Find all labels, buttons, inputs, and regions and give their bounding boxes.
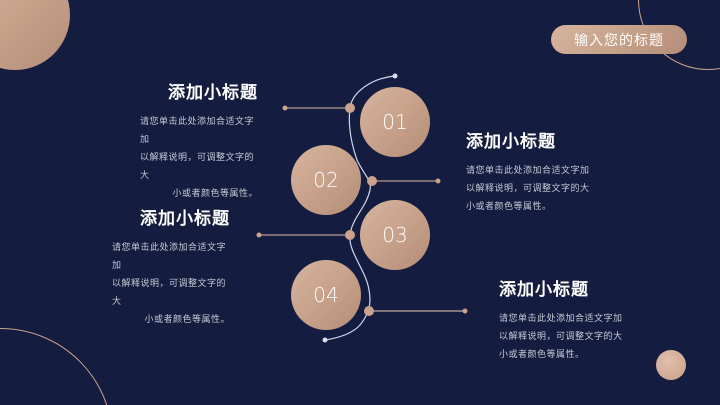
body-line: 小或者颜色等属性。 [172, 189, 258, 199]
body-line: 以解释说明，可调整文字的大 [112, 279, 227, 307]
node-1 [345, 103, 355, 113]
subheading[interactable]: 添加小标题 [466, 132, 556, 152]
slide-title: 输入您的标题 [574, 32, 664, 49]
text-block-01: 添加小标题 请您单击此处添加合适文字加 以解释说明，可调整文字的大 小或者颜色等… [108, 78, 258, 203]
step-number: 03 [382, 223, 408, 247]
step-circle-03: 03 [360, 200, 430, 270]
step-number: 01 [382, 110, 408, 134]
path-end-dot-bottom [322, 337, 328, 343]
path-end-dot-top [392, 73, 398, 79]
slide-title-pill[interactable]: 输入您的标题 [551, 25, 687, 54]
body-line: 请您单击此处添加合适文字加 [140, 117, 255, 145]
step-number: 02 [313, 168, 339, 192]
body-line: 请您单击此处添加合适文字加 [466, 166, 590, 176]
node-3 [345, 230, 355, 240]
subheading[interactable]: 添加小标题 [168, 83, 258, 103]
body-line: 小或者颜色等属性。 [499, 350, 585, 360]
body-line: 小或者颜色等属性。 [144, 315, 230, 325]
text-block-04: 添加小标题 请您单击此处添加合适文字加 以解释说明，可调整文字的大 小或者颜色等… [499, 275, 659, 364]
decorative-dot-bottom-right [656, 350, 686, 380]
node-2 [367, 176, 377, 186]
subheading[interactable]: 添加小标题 [140, 209, 230, 229]
step-number: 04 [313, 283, 339, 307]
body-line: 请您单击此处添加合适文字加 [499, 314, 623, 324]
text-block-03: 添加小标题 请您单击此处添加合适文字加 以解释说明，可调整文字的大 小或者颜色等… [80, 204, 230, 329]
body-line: 以解释说明，可调整文字的大 [140, 153, 255, 181]
body-line: 请您单击此处添加合适文字加 [112, 243, 227, 271]
body-line: 以解释说明，可调整文字的大 [499, 332, 623, 342]
text-block-02: 添加小标题 请您单击此处添加合适文字加 以解释说明，可调整文字的大 小或者颜色等… [466, 127, 626, 216]
step-circle-04: 04 [291, 260, 361, 330]
subheading[interactable]: 添加小标题 [499, 280, 589, 300]
step-circle-01: 01 [360, 87, 430, 157]
step-circle-02: 02 [291, 145, 361, 215]
body-line: 小或者颜色等属性。 [466, 202, 552, 212]
body-line: 以解释说明，可调整文字的大 [466, 184, 590, 194]
node-4 [364, 306, 374, 316]
